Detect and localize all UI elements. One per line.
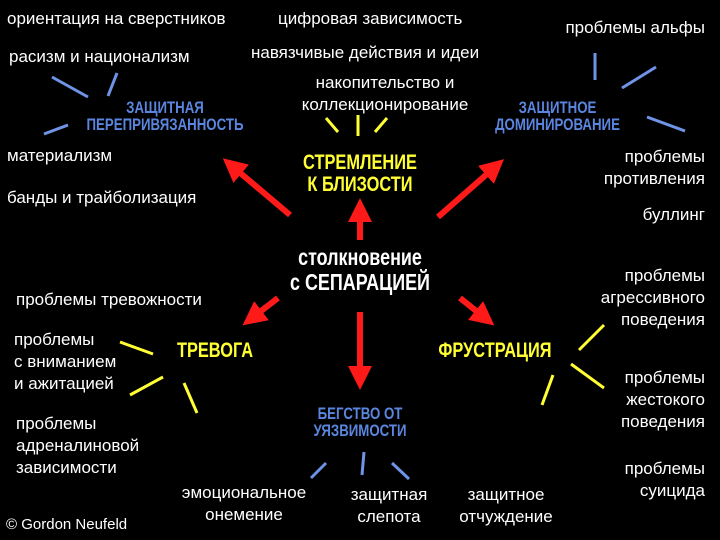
copyright-credit: © Gordon Neufeld bbox=[6, 516, 128, 533]
label-racism: расизм и национализм bbox=[9, 47, 190, 66]
label-peer-orientation: ориентация на сверстников bbox=[7, 9, 226, 28]
node-defensive-dominance: ЗАЩИТНОЕ ДОМИНИРОВАНИЕ bbox=[495, 98, 620, 134]
yellow-rays bbox=[119, 115, 606, 414]
label-anxiety-problems: проблемы тревожности bbox=[16, 290, 202, 309]
label-suicide: проблемы суицида bbox=[624, 459, 705, 500]
arrow-down-left-icon bbox=[242, 295, 280, 326]
label-adrenaline: проблемы адреналиновой зависимости bbox=[16, 414, 140, 477]
label-aggression: проблемы агрессивного поведения bbox=[600, 266, 705, 329]
label-gangs: банды и трайболизация bbox=[7, 188, 197, 207]
label-emotional-numbness: эмоциональное онемение bbox=[181, 483, 307, 524]
label-bullying: буллинг bbox=[642, 205, 705, 224]
red-arrows bbox=[222, 158, 505, 390]
label-violence: проблемы жестокого поведения bbox=[620, 368, 705, 431]
blue-rays bbox=[43, 53, 686, 481]
node-closeness: СТРЕМЛЕНИЕ К БЛИЗОСТИ bbox=[303, 151, 417, 196]
label-hoarding: накопительство и коллекционирование bbox=[301, 73, 469, 114]
node-defensive-detachment: ЗАЩИТНАЯ ПЕРЕПРИВЯЗАННОСТЬ bbox=[86, 98, 244, 134]
label-digital-addiction: цифровая зависимость bbox=[278, 9, 463, 28]
label-defensive-alienation: защитное отчуждение bbox=[459, 485, 553, 526]
label-alpha: проблемы альфы bbox=[565, 18, 705, 37]
label-defensive-blindness: защитная слепота bbox=[350, 485, 428, 526]
node-frustration: ФРУСТРАЦИЯ bbox=[438, 339, 552, 362]
node-flight-from-vulnerability: БЕГСТВО ОТ УЯЗВИМОСТИ bbox=[313, 404, 407, 440]
label-attention: проблемы с вниманием и ажитацией bbox=[14, 330, 117, 393]
arrow-up-right-icon bbox=[436, 159, 505, 220]
arrow-up-left-icon bbox=[222, 158, 292, 218]
center-node: столкновение с СЕПАРАЦИЕЙ bbox=[290, 244, 430, 295]
label-opposition: проблемы противления bbox=[603, 147, 705, 188]
node-anxiety: ТРЕВОГА bbox=[176, 339, 254, 362]
label-obsessive: навязчивые действия и идеи bbox=[251, 43, 480, 62]
arrow-down-right-icon bbox=[458, 295, 495, 326]
label-materialism: материализм bbox=[7, 146, 113, 165]
